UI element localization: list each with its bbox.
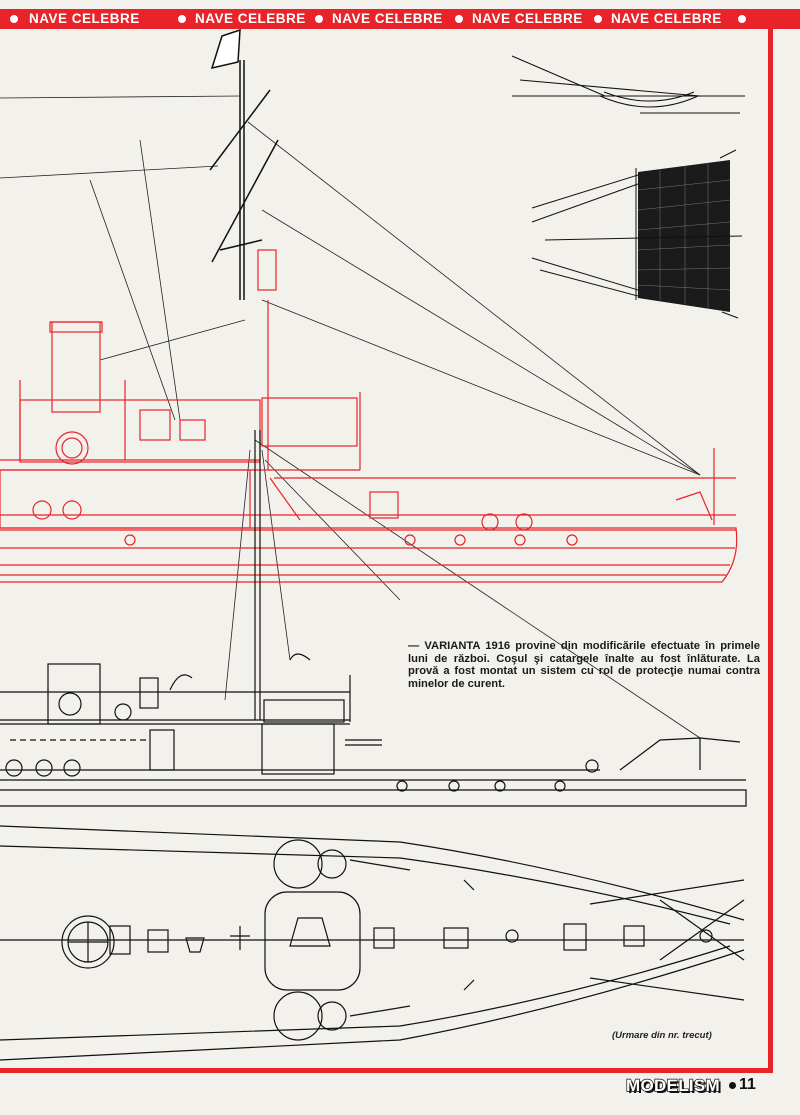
header-bullet xyxy=(315,15,323,23)
header-label: NAVE CELEBRE xyxy=(29,11,140,26)
ship-plan-drawing xyxy=(0,29,747,1061)
deck-plan-1916 xyxy=(0,825,745,1061)
header-bullet xyxy=(594,15,602,23)
variant-1916-caption: — VARIANTA 1916 provine din modificările… xyxy=(408,640,760,690)
rigging-lines xyxy=(0,95,701,739)
header-bullet xyxy=(178,15,186,23)
header-label: NAVE CELEBRE xyxy=(472,11,583,26)
magazine-logo: MODELISM xyxy=(625,1075,721,1095)
profile-1914-red xyxy=(0,249,738,583)
continuation-note: (Urmare din nr. trecut) xyxy=(612,1030,712,1041)
header-label: NAVE CELEBRE xyxy=(611,11,722,26)
header-label: NAVE CELEBRE xyxy=(332,11,443,26)
series-header-bar: NAVE CELEBRE NAVE CELEBRE NAVE CELEBRE N… xyxy=(0,9,800,29)
footer-bullet xyxy=(729,1082,736,1089)
page-number: 11 xyxy=(739,1076,756,1093)
anti-mine-net-detail xyxy=(531,149,743,319)
header-bullet xyxy=(455,15,463,23)
foremast-1914 xyxy=(209,29,279,300)
header-label: NAVE CELEBRE xyxy=(195,11,306,26)
profile-1916-black xyxy=(0,430,747,807)
header-bullet xyxy=(10,15,18,23)
page-frame-bottom xyxy=(0,1068,773,1073)
net-boom-detail-side xyxy=(511,55,745,114)
page-frame-right xyxy=(768,29,773,1072)
header-bullet xyxy=(738,15,746,23)
